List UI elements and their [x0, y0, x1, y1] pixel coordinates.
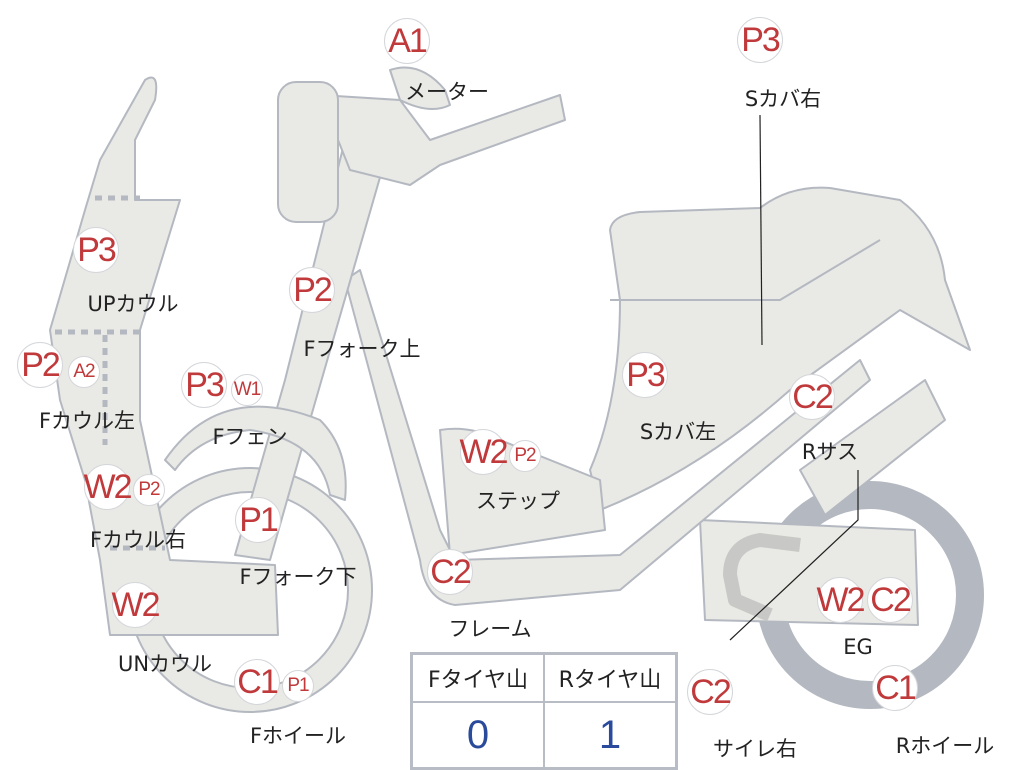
part-name: Sカバ右	[744, 87, 822, 111]
code-badge: W2	[817, 577, 866, 623]
meter-shape	[389, 66, 451, 110]
code-badge: P3	[73, 227, 119, 273]
front-fender-shape	[164, 405, 347, 501]
front-tire-header: Fタイヤ山	[410, 652, 545, 703]
code-badge: P1	[235, 497, 281, 543]
part-name: Rサス	[801, 440, 859, 464]
rear-sus-shape	[799, 379, 946, 516]
leader-line-muffler-right	[729, 470, 859, 641]
handlebar-shape	[319, 94, 566, 186]
code-badge: C1	[234, 659, 280, 705]
code-badge: P2	[289, 267, 335, 313]
part-name: UPカウル	[87, 292, 179, 316]
part-name: Fフォーク上	[303, 337, 421, 361]
code-badge: C2	[427, 549, 473, 595]
leader-line-s-cover-right	[759, 114, 763, 346]
code-badge: P3	[737, 17, 783, 63]
part-name: Fカウル右	[89, 528, 187, 552]
front-tire-value: 0	[410, 701, 545, 770]
part-name: Fホイール	[249, 724, 347, 748]
code-badge: W2	[84, 464, 133, 510]
part-name: メーター	[405, 80, 489, 104]
code-badge: A1	[384, 18, 430, 64]
body-shape	[589, 186, 971, 511]
code-badge: C1	[872, 665, 918, 711]
code-badge: W2	[460, 429, 509, 475]
tire-tread-table: Fタイヤ山 Rタイヤ山 0 1	[410, 652, 678, 770]
part-name: Fフェン	[212, 425, 288, 449]
part-name: Fフォーク下	[239, 565, 357, 589]
part-name: Fカウル左	[38, 409, 136, 433]
rear-tire-value: 1	[543, 701, 678, 770]
code-badge: C2	[789, 374, 835, 420]
part-name: Sカバ左	[639, 420, 717, 444]
part-name: サイレ右	[713, 737, 797, 761]
part-name: UNカウル	[117, 652, 213, 676]
code-badge-small: W1	[231, 374, 263, 406]
code-badge: P3	[181, 362, 227, 408]
code-badge-small: P2	[133, 474, 165, 506]
frame-shape	[344, 269, 871, 606]
code-badge-small: A2	[68, 356, 100, 388]
code-badge: C2	[867, 577, 913, 623]
code-badge: W2	[112, 582, 161, 628]
part-name: ステップ	[476, 489, 560, 513]
part-name: EG	[843, 635, 873, 659]
rear-tire-header: Rタイヤ山	[543, 652, 678, 703]
code-badge: C2	[687, 669, 733, 715]
code-badge: P3	[622, 352, 668, 398]
code-badge-small: P2	[509, 440, 541, 472]
code-badge: P2	[17, 342, 63, 388]
part-name: フレーム	[448, 617, 532, 641]
part-name: Rホイール	[895, 734, 995, 758]
code-badge-small: P1	[282, 670, 314, 702]
